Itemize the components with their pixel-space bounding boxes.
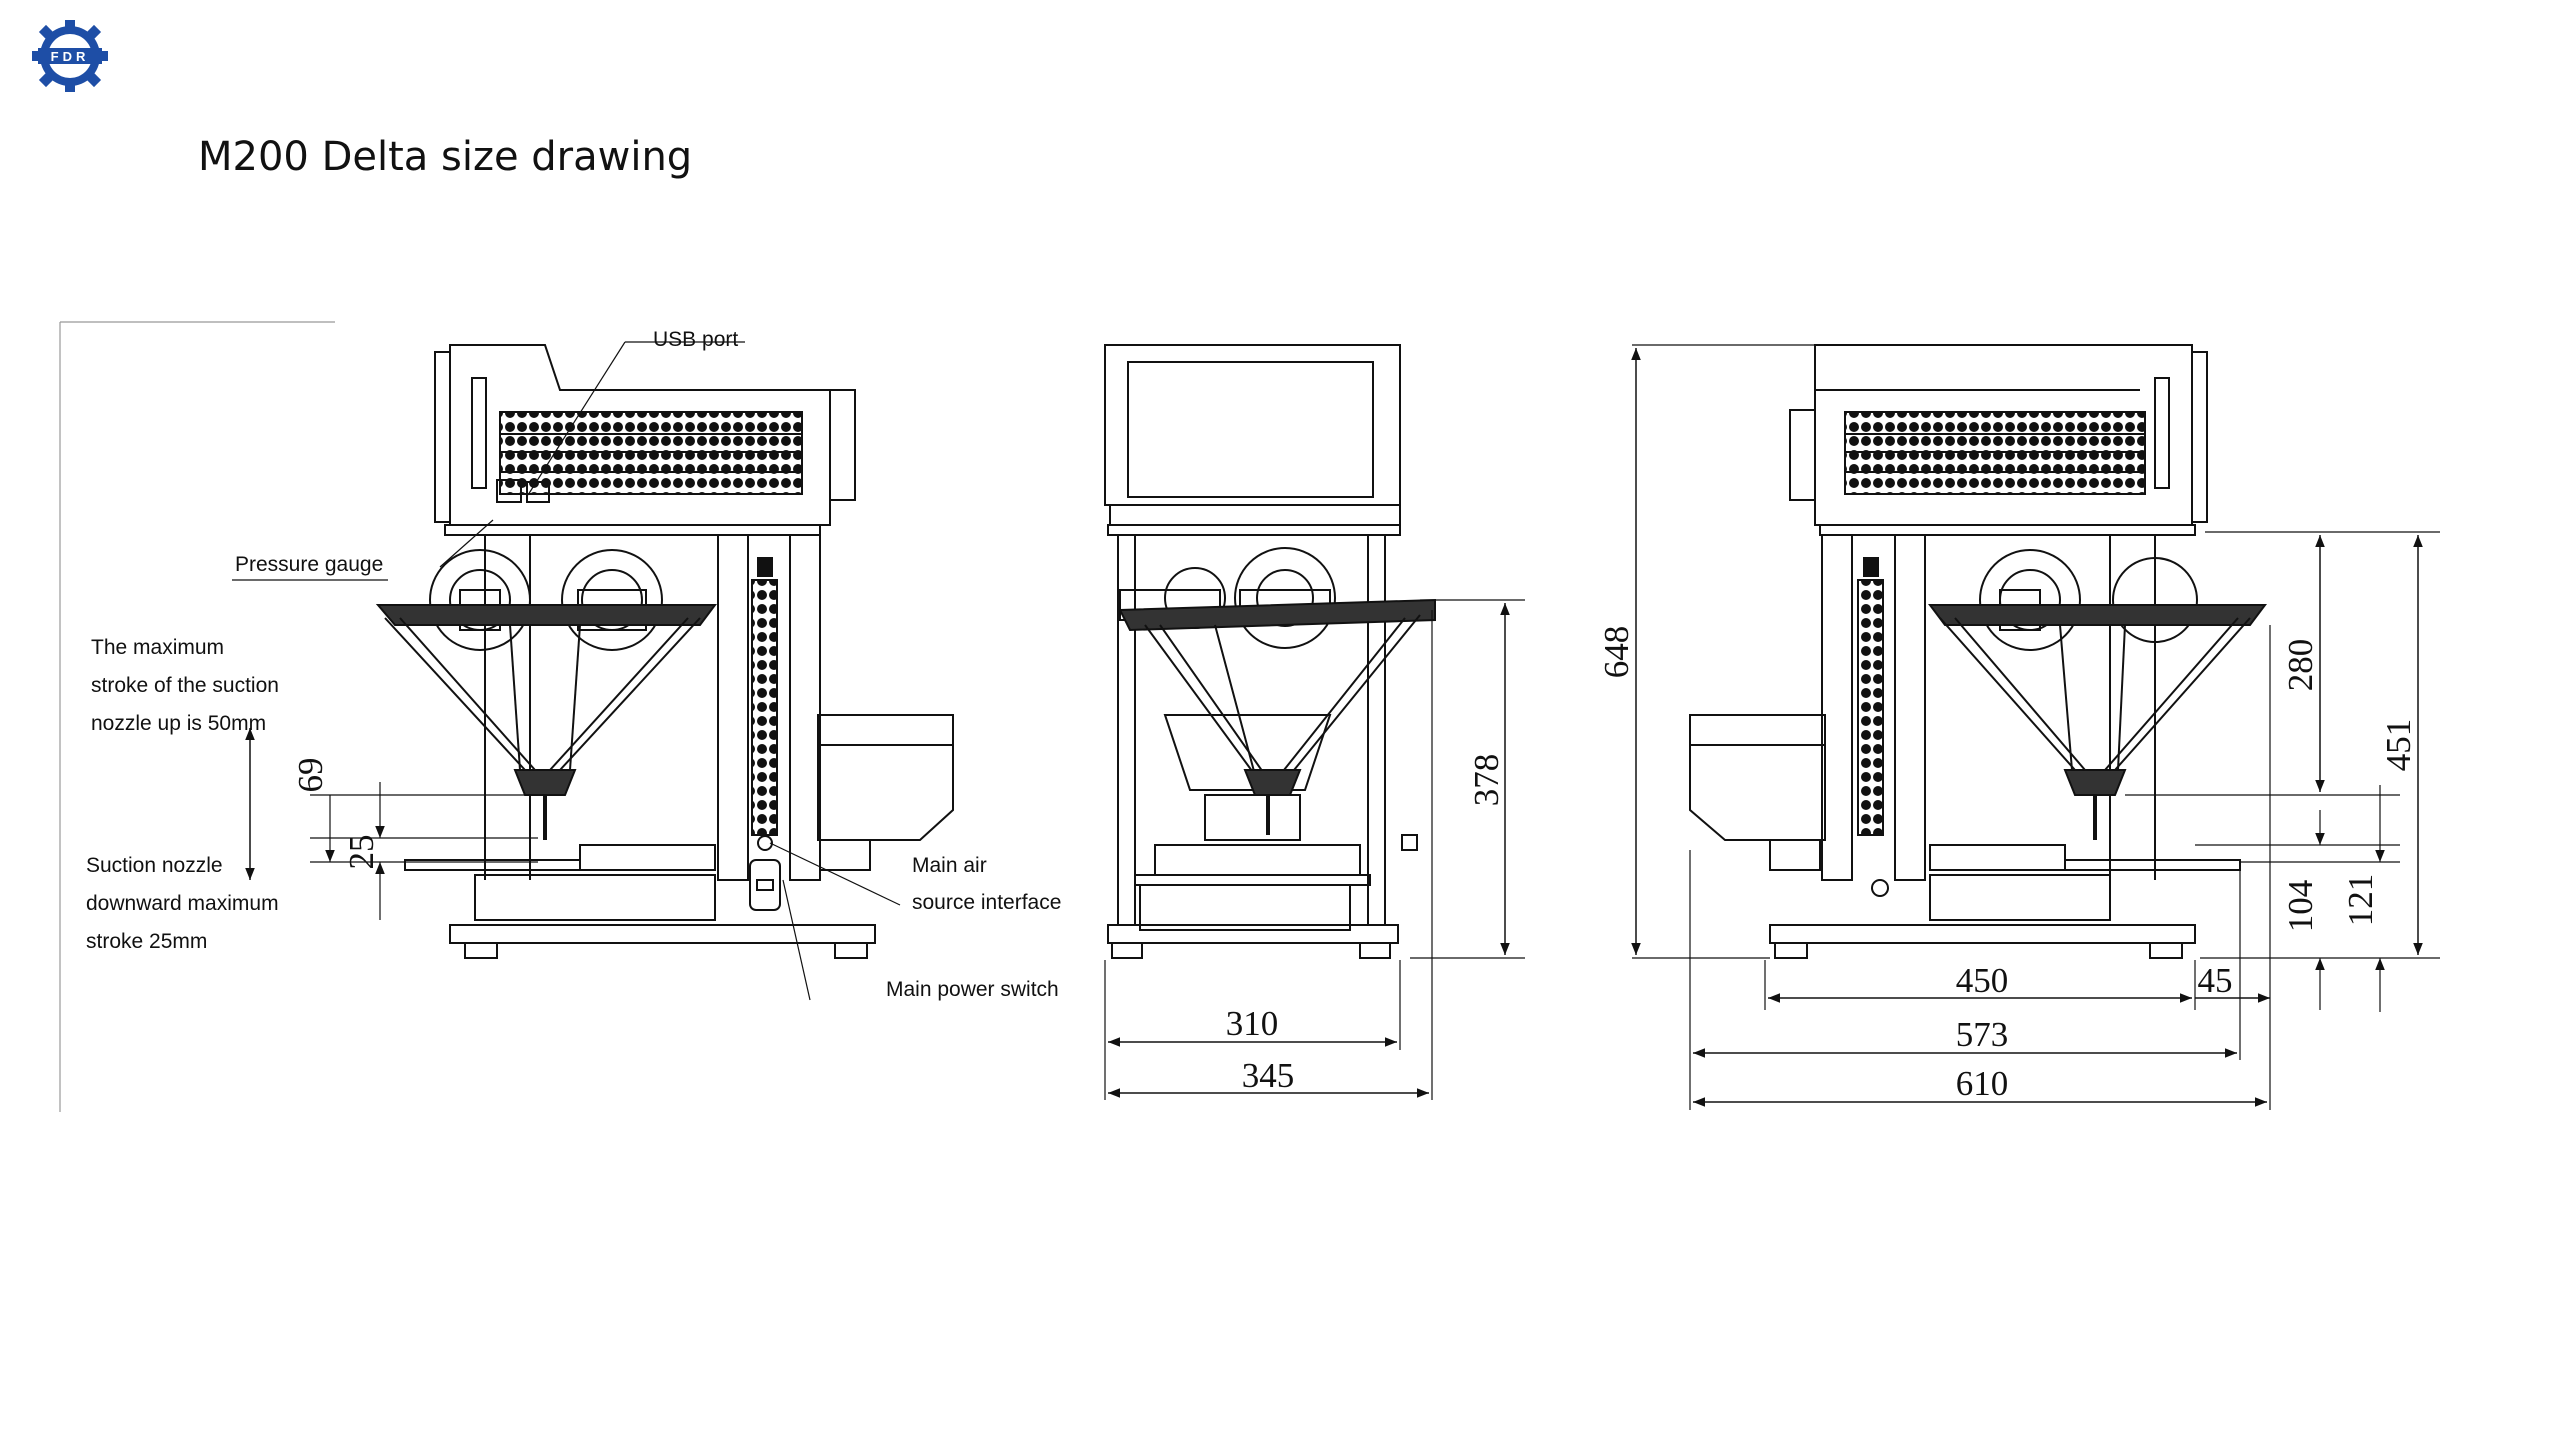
label-max-stroke-up-1: The maximum [91, 636, 224, 659]
left-view-frame [59, 321, 335, 1112]
label-main-power-switch: Main power switch [886, 978, 1059, 1001]
dim-280: 280 [2281, 639, 2320, 692]
label-usb-port: USB port [653, 328, 738, 351]
dim-451: 451 [2379, 719, 2418, 772]
label-pressure-gauge: Pressure gauge [235, 553, 383, 576]
dim-69: 69 [291, 758, 330, 793]
right-side-view [1631, 344, 2440, 1110]
label-max-stroke-up-2: stroke of the suction [91, 674, 279, 697]
front-view [1104, 344, 1525, 1100]
dim-378: 378 [1467, 754, 1506, 807]
dim-25: 25 [342, 835, 381, 870]
dim-104: 104 [2281, 880, 2320, 933]
page-title: M200 Delta size drawing [198, 134, 693, 180]
label-main-air-1: Main air [912, 854, 987, 877]
dim-345: 345 [1242, 1056, 1295, 1095]
dim-45: 45 [2198, 961, 2233, 1000]
dim-648: 648 [1597, 626, 1636, 679]
dim-121: 121 [2341, 874, 2380, 927]
label-nozzle-down-1: Suction nozzle [86, 854, 223, 877]
dim-610: 610 [1956, 1064, 2009, 1103]
company-logo: FDR [32, 20, 108, 92]
label-max-stroke-up-3: nozzle up is 50mm [91, 712, 266, 735]
label-main-air-2: source interface [912, 891, 1061, 914]
logo-text: FDR [51, 49, 90, 64]
label-nozzle-down-2: downward maximum [86, 892, 279, 915]
dim-573: 573 [1956, 1015, 2009, 1054]
dim-310: 310 [1226, 1004, 1279, 1043]
label-nozzle-down-3: stroke 25mm [86, 930, 207, 953]
left-side-view [232, 341, 954, 1001]
dim-450: 450 [1956, 961, 2009, 1000]
